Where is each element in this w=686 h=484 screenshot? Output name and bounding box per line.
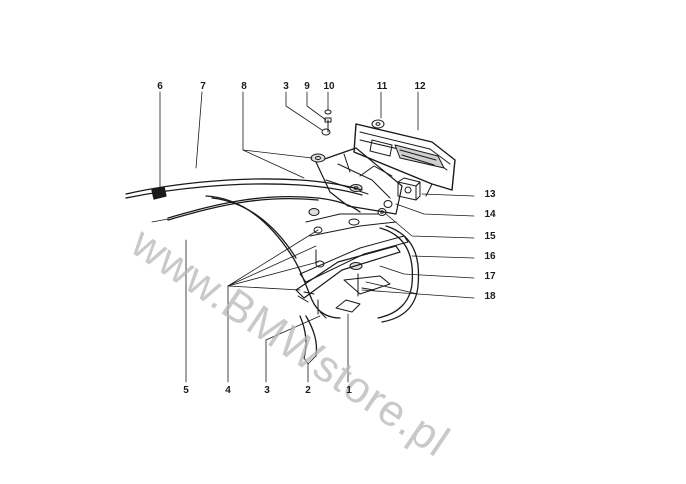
callout-3-bottom: 3 xyxy=(264,385,270,396)
clip-parts xyxy=(372,120,392,216)
callout-16: 16 xyxy=(484,251,496,262)
lever-housing xyxy=(354,124,455,196)
callout-3-top: 3 xyxy=(283,81,289,92)
callout-12: 12 xyxy=(414,81,426,92)
callout-14: 14 xyxy=(484,209,496,220)
callout-1: 1 xyxy=(346,385,352,396)
callout-9: 9 xyxy=(304,81,310,92)
callout-6: 6 xyxy=(157,81,163,92)
callout-11: 11 xyxy=(376,81,388,92)
leader-lines xyxy=(160,92,474,382)
mounting-bracket xyxy=(316,148,402,214)
callout-15: 15 xyxy=(484,231,496,242)
callout-10: 10 xyxy=(323,81,335,92)
callout-7: 7 xyxy=(200,81,206,92)
bowden-cables xyxy=(126,179,419,358)
switch-block xyxy=(398,178,420,200)
linkage-plates xyxy=(296,214,408,314)
callout-17: 17 xyxy=(484,271,496,282)
callout-2: 2 xyxy=(305,385,311,396)
callout-13: 13 xyxy=(484,189,496,200)
callout-8: 8 xyxy=(241,81,247,92)
callout-5: 5 xyxy=(183,385,189,396)
callout-4: 4 xyxy=(225,385,231,396)
callout-18: 18 xyxy=(484,291,496,302)
